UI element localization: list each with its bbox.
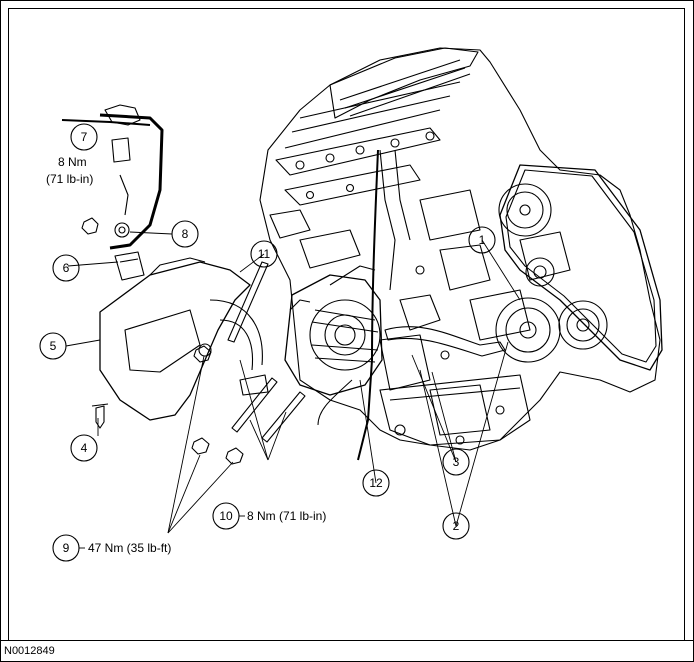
figure-id: N0012849	[4, 645, 55, 657]
torque-10: 8 Nm (71 lb-in)	[247, 509, 326, 523]
generator-nuts	[191, 345, 244, 465]
frame-rule-top	[8, 8, 684, 9]
generator	[284, 265, 383, 396]
frame-rule-bottom	[0, 640, 694, 641]
callout-10: 10	[219, 509, 233, 523]
frame-rule-left	[8, 8, 9, 640]
callout-4: 4	[81, 441, 88, 455]
callout-8: 8	[182, 227, 189, 241]
harness-nut	[81, 217, 99, 235]
callout-circles	[39, 123, 496, 562]
callout-12: 12	[369, 476, 383, 490]
engine-diagram: 1 2 3 4 5 6 7 8 9 10 11 12 8 Nm (71 lb-i…	[39, 47, 663, 562]
torque-7-line2: (71 lb-in)	[46, 172, 93, 186]
callout-7: 7	[81, 130, 88, 144]
shield-pushpin	[91, 403, 109, 429]
engine-block	[259, 47, 661, 461]
torque-9: 47 Nm (35 lb-ft)	[88, 541, 171, 555]
callout-3: 3	[453, 455, 460, 469]
callout-11: 11	[258, 247, 271, 261]
callout-2: 2	[453, 519, 460, 533]
callout-1: 1	[479, 233, 486, 247]
wiring-harness	[61, 104, 164, 250]
callout-5: 5	[50, 339, 57, 353]
callout-9: 9	[63, 541, 70, 555]
generator-shield	[99, 257, 269, 421]
leader-lines	[65, 231, 521, 534]
generator-connector	[114, 251, 145, 281]
callout-6: 6	[63, 261, 70, 275]
accessory-drive	[495, 164, 663, 371]
generator-studs	[227, 261, 306, 443]
torque-7-line1: 8 Nm	[58, 155, 87, 169]
frame-rule-right	[684, 8, 685, 640]
